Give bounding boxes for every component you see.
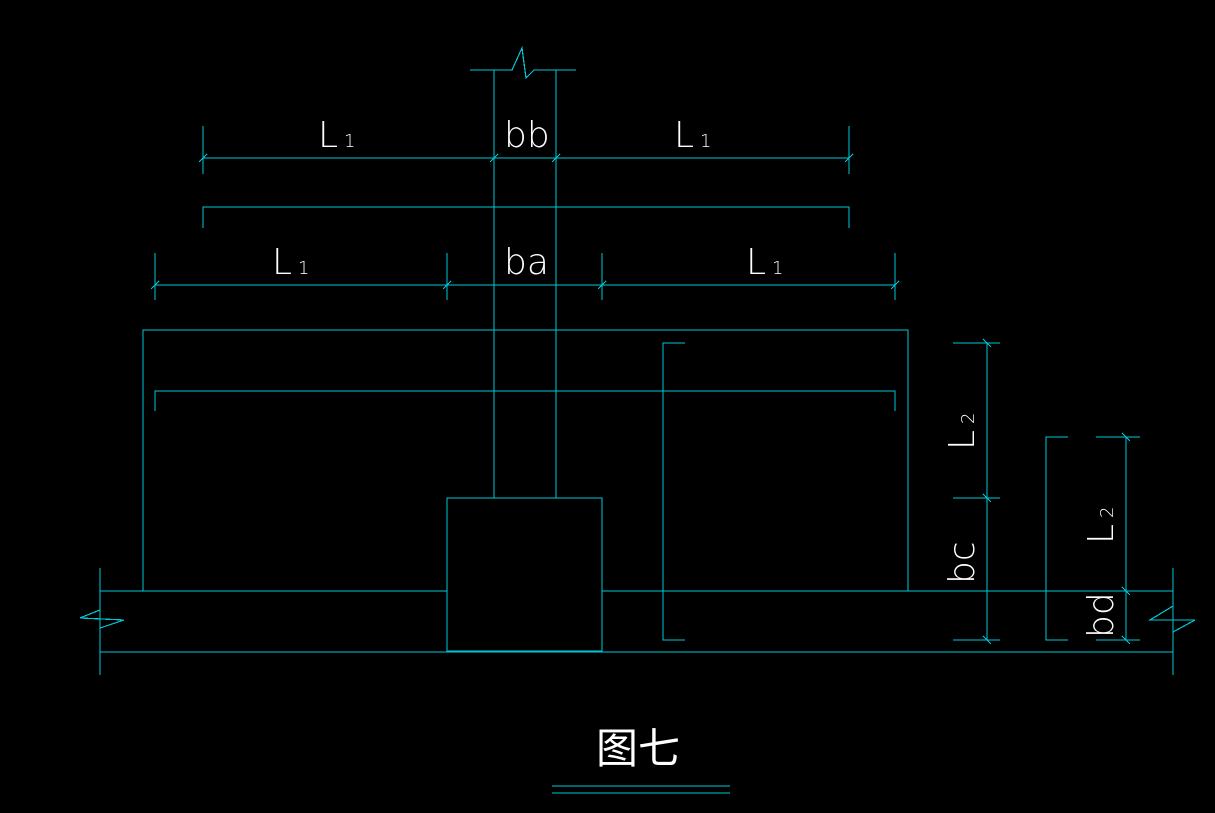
dim-vert-2-tick-1 [1121, 432, 1131, 442]
label-sub1-top-left: 1 [344, 131, 355, 152]
label-bb: bb [504, 115, 550, 156]
rebar-upper [202, 206, 850, 228]
label-l1-top-right: L [674, 115, 694, 156]
label-sub1-mid-right: 1 [772, 258, 783, 279]
label-sub2-vert-1: 2 [958, 413, 979, 424]
dim-tick-mid-3 [597, 280, 607, 290]
dim-tick-top-4 [844, 153, 854, 163]
small-bracket [1045, 436, 1068, 641]
label-bc: bc [942, 541, 983, 584]
dim-tick-mid-1 [150, 280, 160, 290]
drawing-geometry [79, 45, 1196, 794]
dim-tick-mid-2 [442, 280, 452, 290]
drawing-labels: L 1 bb L 1 L 1 ba L 1 L 2 bc L 2 bd 图七 [272, 115, 1122, 773]
footing-outline [142, 329, 909, 591]
column-break-symbol [470, 45, 576, 80]
dim-tick-mid-4 [890, 280, 900, 290]
label-l2-vert-1: L [942, 430, 983, 450]
dim-vert-1-tick-1 [982, 338, 992, 348]
anchorage-bracket [662, 342, 685, 641]
dim-vert-1-tick-2 [982, 493, 992, 503]
label-sub2-vert-2: 2 [1097, 507, 1118, 518]
dim-tick-top-2 [489, 153, 499, 163]
label-l1-mid-left: L [272, 242, 292, 283]
break-symbol-right [1147, 605, 1196, 633]
rebar-lower [154, 390, 896, 411]
dim-vert-2-tick-3 [1121, 635, 1131, 645]
dim-vert-1-tick-3 [982, 635, 992, 645]
label-l2-vert-2: L [1081, 524, 1122, 544]
dim-tick-top-3 [551, 153, 561, 163]
label-l1-top-left: L [318, 115, 338, 156]
label-sub1-mid-left: 1 [298, 258, 309, 279]
break-symbol-left [79, 609, 125, 629]
dim-tick-top-1 [198, 153, 208, 163]
dim-vert-2-tick-2 [1121, 586, 1131, 596]
figure-caption: 图七 [596, 724, 680, 773]
label-sub1-top-right: 1 [700, 131, 711, 152]
pedestal [446, 497, 603, 652]
label-ba: ba [504, 242, 549, 283]
label-l1-mid-right: L [746, 242, 766, 283]
label-bd: bd [1081, 592, 1122, 638]
